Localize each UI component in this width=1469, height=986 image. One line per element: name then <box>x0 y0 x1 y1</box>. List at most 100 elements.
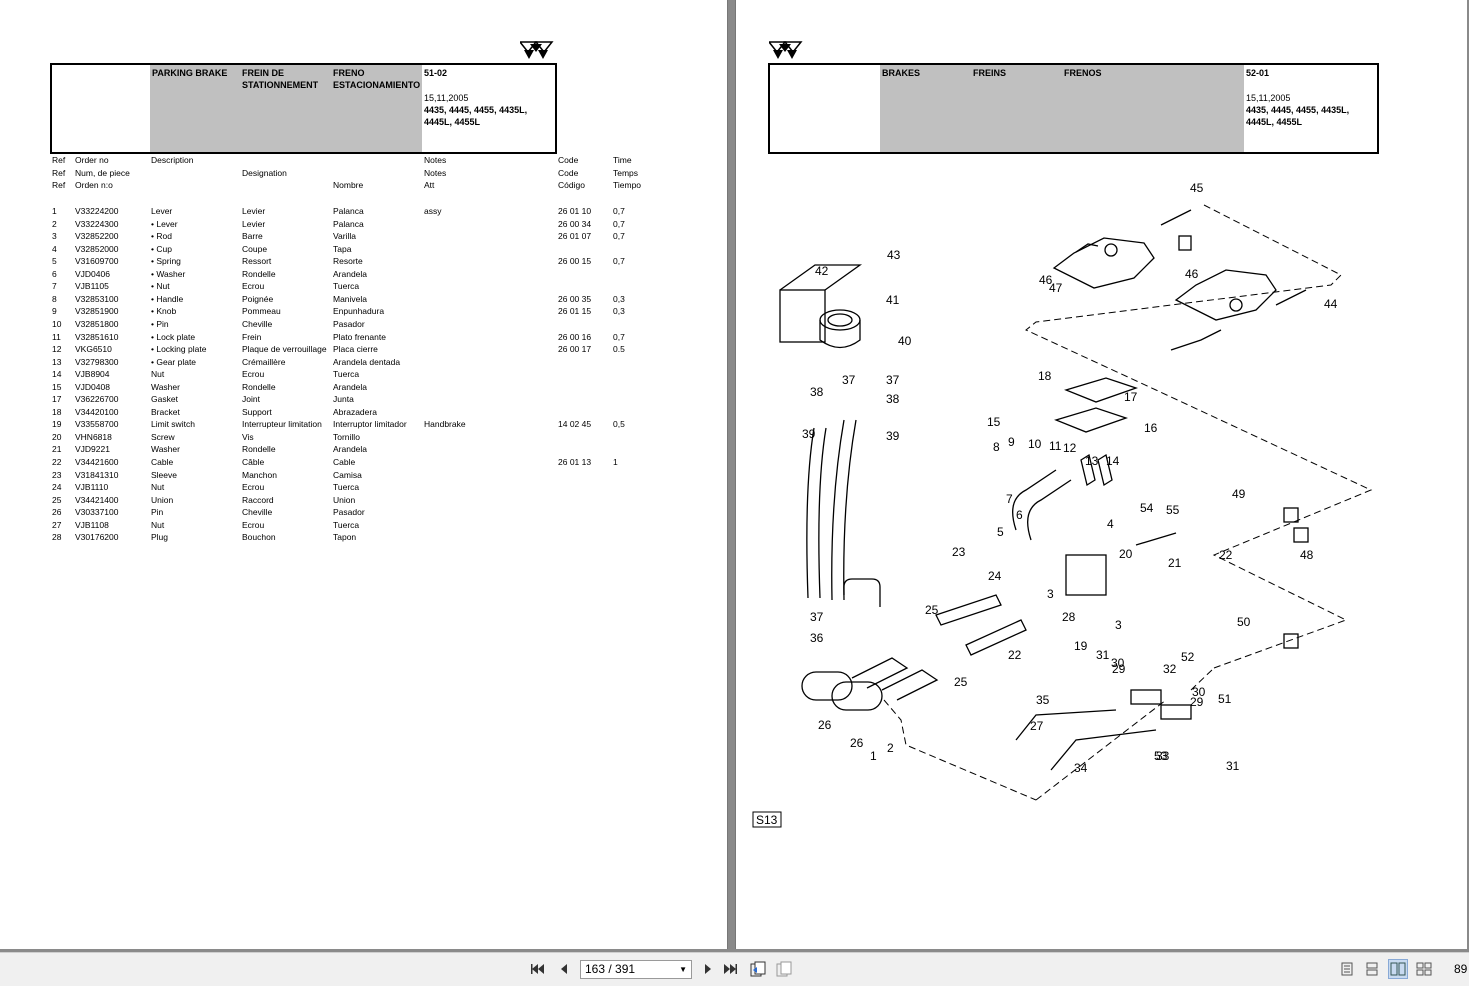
callout-number: 27 <box>1030 719 1044 733</box>
page-number-select[interactable]: 163 / 391 ▼ <box>580 960 692 979</box>
cell-desc: • Spring <box>151 256 181 267</box>
callout-number: 12 <box>1063 441 1077 455</box>
cell-code: 26 01 10 <box>558 206 592 216</box>
cell-ref: 9 <box>52 306 57 317</box>
cell-time: 1 <box>613 457 618 467</box>
col-code: Code <box>558 168 579 178</box>
cell-ref: 13 <box>52 356 62 367</box>
cell-order: V34421400 <box>75 494 119 505</box>
col-notes: Notes <box>424 155 447 165</box>
cell-order: VHN6818 <box>75 431 112 442</box>
cell-es: Union <box>333 494 356 505</box>
first-page-icon[interactable] <box>530 961 546 977</box>
go-back-view-icon[interactable] <box>750 961 766 977</box>
cell-fr: Cheville <box>242 507 273 518</box>
cell-desc: Gasket <box>151 394 178 405</box>
cell-es: Tuerca <box>333 369 360 380</box>
callout-number: 36 <box>810 631 824 645</box>
cell-order: V34420100 <box>75 406 119 417</box>
cell-es: Palanca <box>333 206 364 216</box>
cell-desc: Bracket <box>151 406 180 417</box>
continuous-view-icon[interactable] <box>1362 959 1382 979</box>
chevron-down-icon: ▼ <box>679 965 687 974</box>
cell-fr: Raccord <box>242 494 274 505</box>
callout-number: 2 <box>887 741 894 755</box>
cell-order: V32852000 <box>75 243 119 254</box>
cell-es: Manivela <box>333 293 368 304</box>
callout-number: 41 <box>886 293 900 307</box>
col-notes: Notes <box>424 168 447 178</box>
cell-order: V34421600 <box>75 457 119 467</box>
cell-es: Camisa <box>333 469 362 480</box>
cell-ref: 12 <box>52 344 62 355</box>
cell-order: VJB1105 <box>75 281 109 292</box>
previous-page-icon[interactable] <box>556 961 572 977</box>
callout-number: 39 <box>886 429 900 443</box>
section-models: 4435, 4445, 4455, 4435L, 4445L, 4455L <box>1246 105 1350 127</box>
section-header: BRAKES FREINS FRENOS 52-01 15,11,2005 44… <box>768 63 1379 154</box>
cell-order: VJD0406 <box>75 268 110 279</box>
go-forward-view-icon[interactable] <box>776 961 792 977</box>
cell-es: Arandela <box>333 268 368 279</box>
cell-ref: 17 <box>52 394 62 405</box>
cell-fr: Manchon <box>242 469 277 480</box>
callout-number: 34 <box>1074 761 1088 775</box>
next-page-icon[interactable] <box>700 961 716 977</box>
callout-number: 28 <box>1062 610 1076 624</box>
callout-number: 29 <box>1190 695 1204 709</box>
cell-order: V30176200 <box>75 532 119 543</box>
cell-desc: • Rod <box>151 231 172 242</box>
callout-number: 33 <box>1156 749 1170 763</box>
cell-es: Pasador <box>333 507 365 518</box>
callout-number: 30 <box>1111 656 1125 670</box>
cell-ref: 1 <box>52 206 57 216</box>
callout-number: 9 <box>1008 435 1015 449</box>
cell-desc: Plug <box>151 532 169 543</box>
last-page-icon[interactable] <box>722 961 738 977</box>
cell-order: V32851900 <box>75 306 119 317</box>
cell-es: Tornillo <box>333 431 360 442</box>
cell-fr: Rondelle <box>242 444 276 455</box>
cell-code: 26 01 07 <box>558 231 592 242</box>
cell-time: 0,5 <box>613 419 625 430</box>
cell-fr: Plaque de verrouillage <box>242 344 327 355</box>
cell-fr: Ecrou <box>242 369 265 380</box>
cell-fr: Ressort <box>242 256 272 267</box>
cell-order: VKG6510 <box>75 344 112 355</box>
header-title-en: BRAKES <box>882 68 921 78</box>
cell-fr: Ecrou <box>242 519 265 530</box>
cell-ref: 24 <box>52 482 62 493</box>
col-notes: Att <box>424 180 435 190</box>
callout-box <box>752 811 782 828</box>
callout-number: 22 <box>1008 648 1022 662</box>
callout-number: 25 <box>954 675 968 689</box>
cell-fr: Levier <box>242 218 266 229</box>
cell-ref: 25 <box>52 494 62 505</box>
zoom-level[interactable]: 89 <box>1454 962 1468 976</box>
two-page-view-icon[interactable] <box>1388 959 1408 979</box>
cell-code: 26 01 13 <box>558 457 592 467</box>
header-title-fr: FREIN DE STATIONNEMENT <box>242 68 319 90</box>
callout-number: 1 <box>870 749 877 763</box>
cell-fr: Pommeau <box>242 306 281 317</box>
cell-code: 26 00 15 <box>558 256 592 267</box>
cell-desc: Screw <box>151 431 175 442</box>
cell-time: 0,3 <box>613 293 625 304</box>
col-nombre: Nombre <box>333 180 364 190</box>
cell-order: V31841310 <box>75 469 119 480</box>
callout-number: 45 <box>1190 181 1204 195</box>
single-page-view-icon[interactable] <box>1337 959 1357 979</box>
section-ref: 52-01 <box>1246 68 1270 78</box>
callout-number: 25 <box>925 603 939 617</box>
cell-time: 0,7 <box>613 206 625 216</box>
two-page-continuous-view-icon[interactable] <box>1414 959 1434 979</box>
cell-es: Arandela dentada <box>333 356 401 367</box>
cell-order: V33224300 <box>75 218 119 229</box>
callout-number: 26 <box>850 736 864 750</box>
callout-number: 18 <box>1038 369 1052 383</box>
cell-desc: • Pin <box>151 318 169 329</box>
callout-number: 46 <box>1039 273 1053 287</box>
callout-number: 42 <box>815 264 829 278</box>
cell-order: V33558700 <box>75 419 119 430</box>
cell-fr: Crémaillère <box>242 356 286 367</box>
